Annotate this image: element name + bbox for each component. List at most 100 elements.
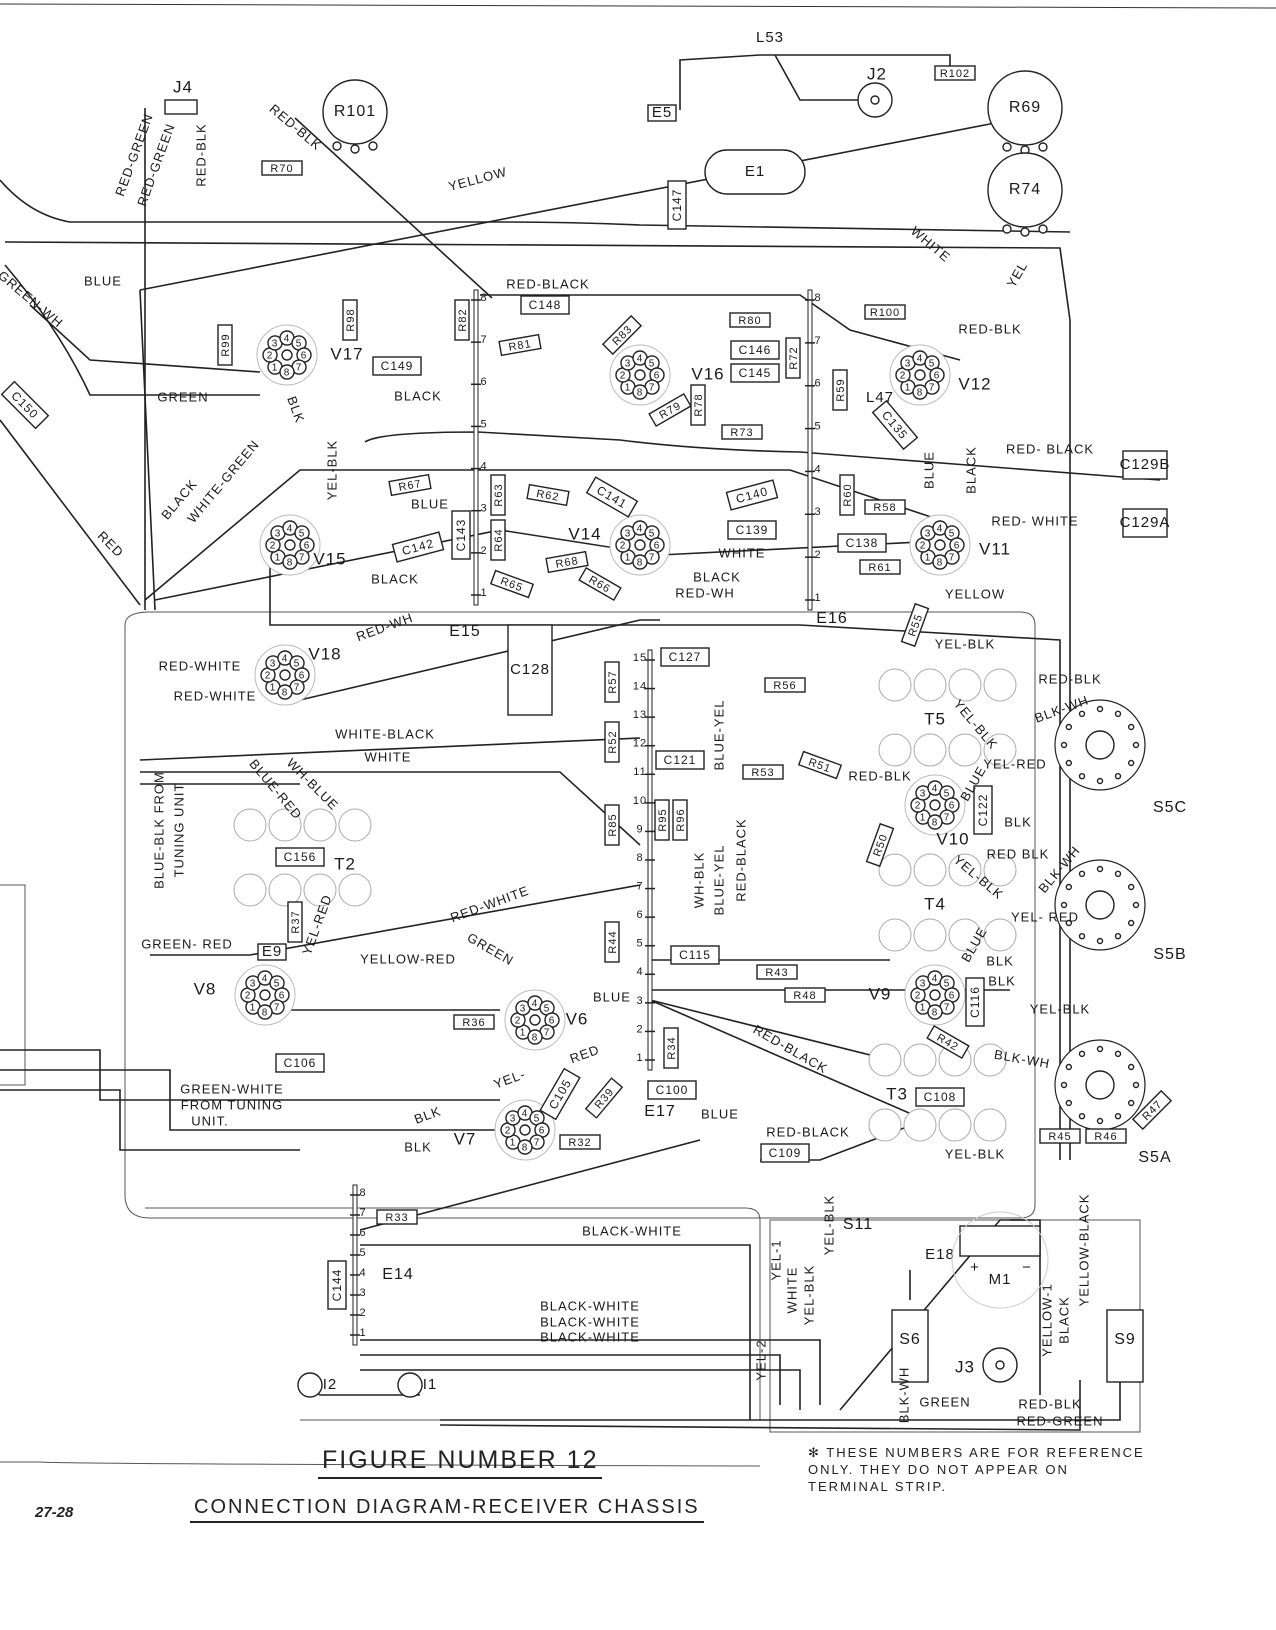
terminal-number: 4 <box>359 1267 366 1279</box>
resistor-body <box>342 299 358 341</box>
terminal-number: 4 <box>636 966 643 978</box>
resistor-body <box>1085 1128 1127 1144</box>
resistor-body <box>490 474 506 516</box>
capacitor-label: C115 <box>679 948 711 962</box>
terminal-number: 5 <box>636 938 643 950</box>
resistor-body <box>663 1027 679 1069</box>
jack-label: J4 <box>173 77 193 96</box>
resistor-label: R80 <box>738 315 761 327</box>
transformer-lug <box>338 808 372 842</box>
resistor-body <box>453 1014 495 1030</box>
component-e5: E5 <box>647 104 677 122</box>
terminal-number: 10 <box>633 795 647 807</box>
pin-number: 2 <box>515 1016 522 1027</box>
resistor-label: R78 <box>693 393 705 416</box>
wire <box>0 1049 500 1101</box>
terminal <box>350 144 360 154</box>
socket-pin <box>257 1004 273 1020</box>
resistor-label: R53 <box>751 767 774 779</box>
wire-color-label: RED-BLK <box>267 101 325 153</box>
wire-color-label: BLUE-YEL <box>711 845 726 916</box>
wire-color-label: BLUE-YEL <box>711 700 726 771</box>
pin-number: 8 <box>522 1143 529 1154</box>
wire <box>299 619 660 701</box>
capacitor-c122: C122 <box>973 785 993 835</box>
wire-color-label: BLACK-WHITE <box>540 1314 640 1329</box>
terminal-strip-label: E17 <box>644 1103 675 1120</box>
resistor-r57: R57 <box>604 661 620 703</box>
switch-label: S5B <box>1153 946 1186 963</box>
wire <box>360 1354 781 1405</box>
potentiometer-r101: R101 <box>322 79 388 154</box>
pin-number: 5 <box>944 979 951 990</box>
pin-number: 8 <box>937 558 944 569</box>
pin-number: 4 <box>637 354 644 365</box>
socket-center <box>929 799 941 811</box>
pin-number: 8 <box>637 388 644 399</box>
capacitor-c141: C141 <box>585 476 639 518</box>
terminal-number: 6 <box>359 1227 366 1239</box>
component-m1: M1 <box>951 1211 1049 1309</box>
switch-contact <box>1096 1045 1104 1053</box>
wire-color-label: RED-WHITE <box>159 658 242 673</box>
component-minus: − <box>1022 1259 1031 1276</box>
resistor-body <box>672 799 688 841</box>
terminal-number: 2 <box>480 545 487 557</box>
transformer-lug <box>948 918 982 952</box>
pin-number: 4 <box>932 784 939 795</box>
transformer-lug <box>338 873 372 907</box>
figure-subtitle: CONNECTION DIAGRAM-RECEIVER CHASSIS <box>190 1496 704 1523</box>
terminal <box>1002 142 1012 152</box>
switch-shaft <box>1085 890 1115 920</box>
resistor-body <box>934 65 976 81</box>
capacitor-body <box>655 750 705 770</box>
wire <box>439 1380 1081 1431</box>
wire-color-label: YEL-BLK <box>324 440 339 500</box>
wire-color-label: RED- BLACK <box>1006 441 1094 456</box>
terminal-strip-label: E16 <box>816 610 847 627</box>
resistor-label: R85 <box>607 813 619 836</box>
switch-s11: S11 <box>843 1216 873 1233</box>
resistor-body <box>764 677 806 693</box>
capacitor-body <box>667 180 687 230</box>
pin-number: 3 <box>275 529 282 540</box>
component-i1: I1 <box>397 1372 436 1398</box>
pin-number: 2 <box>620 541 627 552</box>
socket-center <box>281 349 293 361</box>
resistor-body <box>839 474 855 516</box>
pin-number: 4 <box>287 524 294 535</box>
switch-s5c: S5C <box>1054 699 1186 816</box>
capacitor-c140: C140 <box>725 479 779 511</box>
resistor-body <box>559 1134 601 1150</box>
transformer-t4: T4 <box>878 853 1017 952</box>
resistor-label: R67 <box>398 478 423 494</box>
component-c129a: C129A <box>1120 508 1169 538</box>
switch-label: S11 <box>843 1216 873 1233</box>
capacitor-tab <box>1122 508 1168 538</box>
switch-contact <box>1065 1063 1073 1071</box>
component-label: E5 <box>652 104 672 121</box>
footnote-line: ✻ THESE NUMBERS ARE FOR REFERENCE <box>808 1445 1145 1460</box>
socket-pin <box>912 384 928 400</box>
wire-color-label: YEL-BLK <box>801 1265 816 1325</box>
component-label: L53 <box>756 29 784 46</box>
wire-color-label: YEL-BLK <box>1030 1001 1090 1016</box>
wire-color-label: RED- WHITE <box>991 513 1078 528</box>
wire <box>360 1244 751 1420</box>
resistor-body <box>785 337 801 379</box>
figure-title: FIGURE NUMBER 12 <box>318 1446 603 1479</box>
lamp-body <box>297 1372 323 1398</box>
tube-label: V17 <box>330 344 363 363</box>
wire-color-label: BLACK <box>1056 1296 1071 1344</box>
transformer-lug <box>878 733 912 767</box>
terminal-number: 7 <box>636 880 643 892</box>
wire-color-label: YELLOW-BLACK <box>1076 1194 1091 1307</box>
capacitor-body <box>372 356 422 376</box>
switch-label: S5A <box>1138 1149 1171 1166</box>
pin-number: 6 <box>934 371 941 382</box>
wire-color-label: BLUE <box>921 451 936 489</box>
capacitor-body <box>327 1260 347 1310</box>
wiring <box>0 54 1161 1431</box>
resistor-body <box>832 369 848 411</box>
capacitor-c142: C142 <box>391 531 445 563</box>
